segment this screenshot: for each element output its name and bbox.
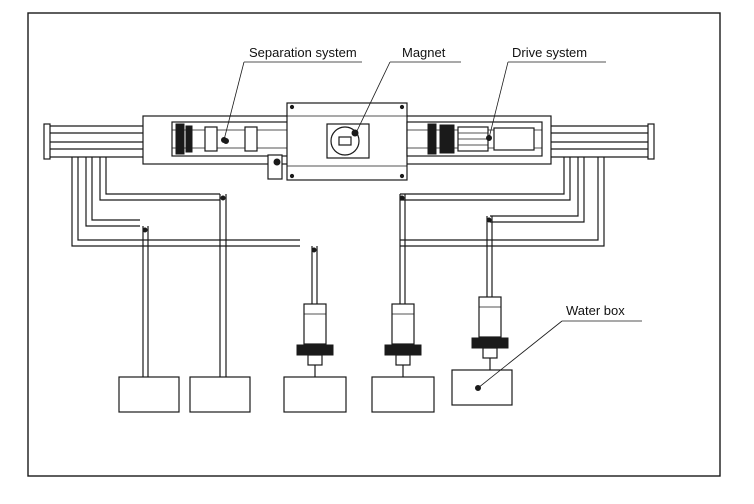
pump-5 [471, 296, 509, 359]
magnet-label: Magnet [402, 45, 446, 60]
water-box-3 [283, 376, 347, 413]
magnet-assembly [286, 102, 408, 181]
water-box-4 [371, 376, 435, 413]
drive-system-label: Drive system [512, 45, 587, 60]
piping-network [71, 157, 605, 388]
right-rail-bundle [548, 123, 655, 160]
pump-4 [384, 303, 422, 366]
label-separation-system-callout: Separation system [221, 45, 362, 143]
drive-system [406, 121, 543, 157]
label-magnet-callout: Magnet [355, 45, 461, 134]
diagram-frame [27, 12, 721, 477]
separation-system-label: Separation system [249, 45, 357, 60]
water-box-2 [189, 376, 251, 413]
water-box-5 [451, 369, 513, 406]
water-box-1 [118, 376, 180, 413]
pump-3 [296, 303, 334, 366]
separation-system [171, 121, 291, 180]
water-box-label: Water box [566, 303, 625, 318]
label-drive-system-callout: Drive system [488, 45, 606, 139]
label-water-box-callout: Water box [475, 303, 642, 391]
left-rail-bundle [43, 123, 150, 160]
